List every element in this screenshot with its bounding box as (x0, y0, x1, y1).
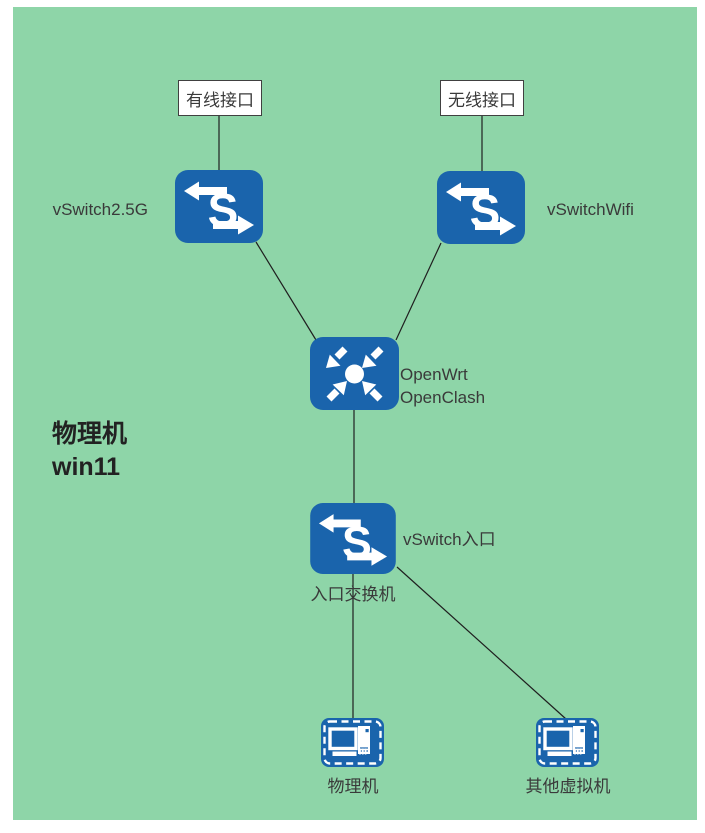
vswitchwifi-label: vSwitchWifi (547, 200, 634, 219)
switch-icon-entry: S (310, 503, 396, 574)
wired-interface-label: 有线接口 (186, 90, 254, 110)
router-label-line2: OpenClash (400, 388, 486, 407)
computer-icon-physical (321, 718, 384, 767)
diagram-canvas (13, 7, 697, 820)
entry-switch-caption: 入口交换机 (310, 585, 396, 604)
entry-switch-label: vSwitch入口 (403, 530, 496, 549)
other-vms-label: 其他虚拟机 (525, 777, 611, 796)
vswitch25g-label: vSwitch2.5G (52, 200, 148, 219)
physical-machine-label: 物理机 (327, 777, 379, 796)
host-annotation: 物理机 win11 (52, 418, 127, 484)
host-annotation-line1: 物理机 (52, 420, 128, 448)
wireless-interface-label: 无线接口 (448, 90, 516, 110)
computer-icon-other-vms (536, 718, 599, 767)
host-annotation-line2: win11 (52, 453, 121, 481)
router-label: OpenWrt OpenClash (400, 363, 485, 409)
switch-icon-vswitchwifi: S (437, 171, 525, 244)
wireless-interface-box: 无线接口 (440, 80, 524, 116)
router-icon-openwrt (310, 337, 399, 410)
switch-icon-vswitch25g: S (175, 170, 263, 243)
router-label-line1: OpenWrt (400, 365, 468, 384)
wired-interface-box: 有线接口 (178, 80, 262, 116)
